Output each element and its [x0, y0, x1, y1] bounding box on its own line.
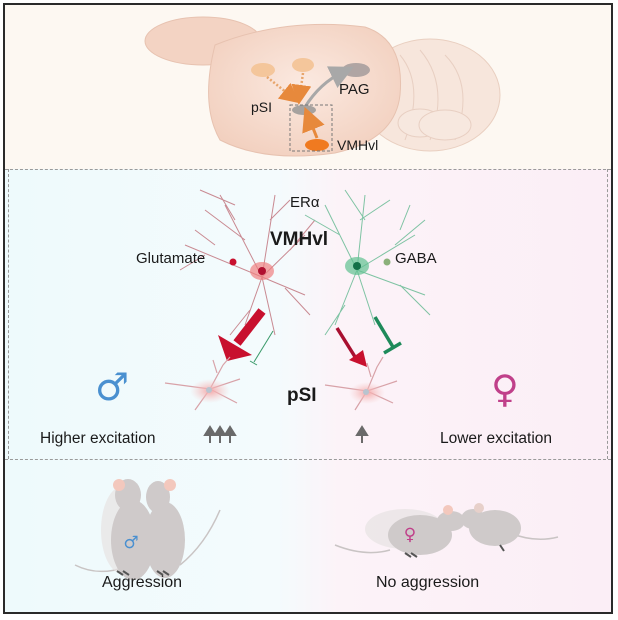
circuit-panel	[8, 169, 608, 459]
brain-label-psi: pSI	[251, 99, 273, 115]
female-excitation-label: Lower excitation	[440, 430, 553, 447]
receptor-label: ERα	[290, 194, 320, 211]
brain-label-vmhvl: VMHvl	[337, 137, 379, 153]
glutamate-dot	[229, 258, 237, 266]
male-excitation-label: Higher excitation	[40, 430, 156, 447]
female-excitatory-arrow	[335, 327, 367, 367]
gaba-neuron	[304, 189, 431, 336]
psi-neuron-male	[164, 356, 241, 411]
female-symbol: ♀	[491, 367, 519, 411]
female-mouse-symbol: ♀	[404, 525, 416, 545]
divider-bottom	[5, 459, 611, 460]
male-symbol: ♂	[95, 365, 130, 409]
aggression-mice-illustration	[74, 479, 221, 580]
gaba-dot	[383, 258, 391, 266]
brain-label-pag: PAG	[339, 81, 370, 98]
glutamate-neuron	[179, 189, 316, 336]
gaba-label: GABA	[395, 250, 437, 267]
male-inhibitory-line	[249, 330, 274, 366]
female-inhibitory-bar	[373, 316, 402, 355]
glutamate-label: Glutamate	[136, 250, 206, 267]
male-excitatory-arrow	[218, 308, 266, 361]
region-label: VMHvl	[270, 229, 329, 250]
divider-top	[5, 169, 611, 170]
diagram-graphics: ♂ ♀	[74, 16, 559, 580]
psi-neuron-female	[324, 356, 398, 411]
high-excitation-arrows	[203, 425, 237, 443]
no-aggression-label: No aggression	[376, 574, 480, 591]
male-mouse-symbol: ♂	[123, 533, 138, 553]
psi-label: pSI	[287, 385, 317, 406]
figure-frame: ♂ ♀ pSI PAG VMHvl ERα VMHvl Glutamate GA…	[3, 3, 613, 614]
mouse-brain-illustration	[144, 16, 501, 157]
no-aggression-mice-illustration	[334, 503, 559, 558]
aggression-label: Aggression	[102, 574, 183, 591]
low-excitation-arrow	[355, 425, 369, 443]
